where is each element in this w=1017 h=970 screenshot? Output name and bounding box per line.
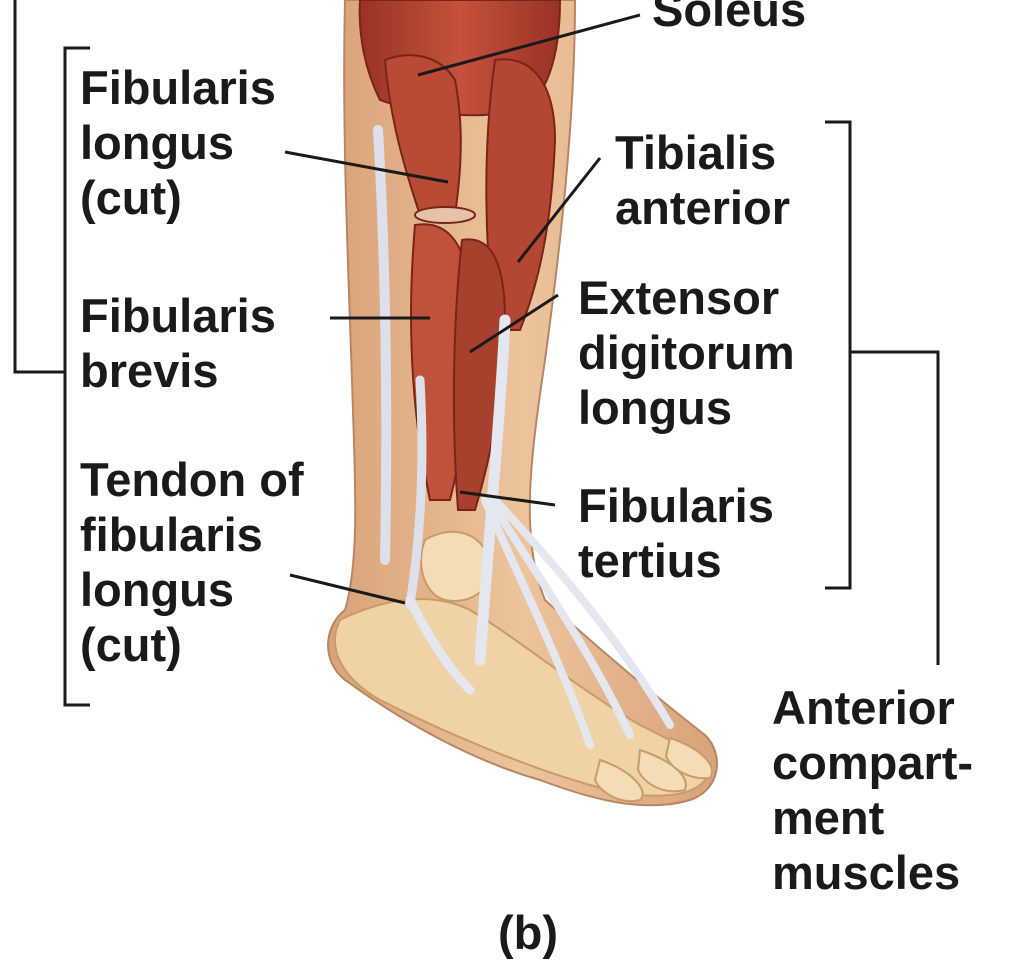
- label-tibialis-anterior: Tibialis anterior: [615, 125, 790, 235]
- bracket-lateral-outer: [15, 0, 65, 372]
- label-anterior-compartment-muscles: Anterior compart- ment muscles: [772, 680, 973, 900]
- bracket-anterior-connector: [850, 352, 938, 665]
- panel-letter: (b): [498, 905, 558, 960]
- label-soleus: Soleus: [652, 0, 806, 37]
- label-tendon-fibularis-longus-cut: Tendon of fibularis longus (cut): [80, 452, 304, 672]
- fibularis-longus-cut-end: [415, 207, 475, 223]
- label-extensor-digitorum-longus: Extensor digitorum longus: [578, 270, 795, 435]
- label-fibularis-tertius: Fibularis tertius: [578, 478, 774, 588]
- label-fibularis-longus-cut: Fibularis longus (cut): [80, 60, 276, 225]
- label-fibularis-brevis: Fibularis brevis: [80, 288, 276, 398]
- bracket-anterior: [825, 122, 850, 588]
